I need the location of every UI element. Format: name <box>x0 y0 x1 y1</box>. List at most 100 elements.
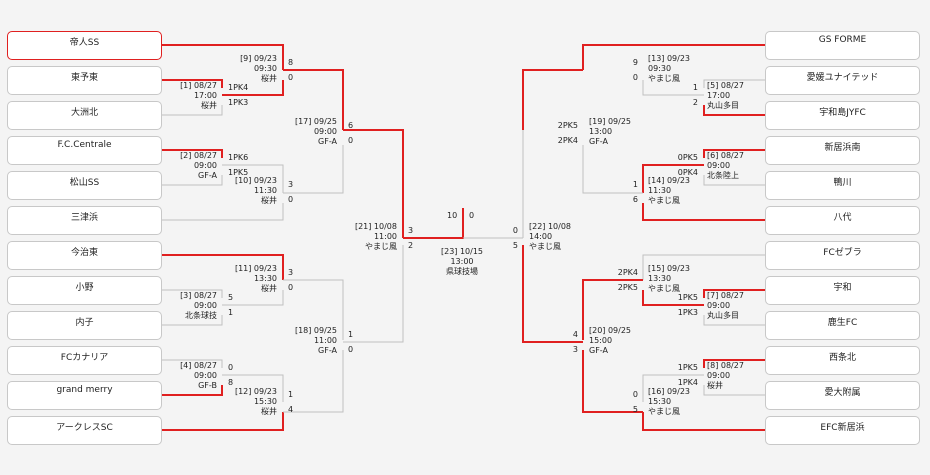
score: 4 <box>288 405 294 414</box>
team-left-8[interactable]: 小野 <box>7 276 162 305</box>
score: 1 <box>632 180 638 189</box>
team-right-7[interactable]: FCゼブラ <box>765 241 920 270</box>
line-r22 <box>522 245 583 343</box>
line-r6 <box>703 175 765 186</box>
line-r9 <box>522 69 583 130</box>
line-r8 <box>642 203 765 221</box>
score: 0 <box>348 136 354 145</box>
team-left-10[interactable]: FCカナリア <box>7 346 162 375</box>
score: 1 <box>348 330 354 339</box>
line-l20 <box>283 350 344 413</box>
team-right-11[interactable]: 愛大附属 <box>765 381 920 410</box>
team-right-12[interactable]: EFC新居浜 <box>765 416 920 445</box>
score: 3 <box>572 345 578 354</box>
score: 8 <box>228 378 234 387</box>
score: 1PK3 <box>677 308 698 317</box>
score: 5 <box>512 241 518 250</box>
team-right-10[interactable]: 西条北 <box>765 346 920 375</box>
score: 1PK5 <box>228 168 249 177</box>
team-left-1[interactable]: 帝人SS <box>7 31 162 60</box>
line-r4 <box>642 80 704 96</box>
team-right-6[interactable]: 八代 <box>765 206 920 235</box>
line-l6 <box>162 175 223 186</box>
score: 1 <box>692 83 698 92</box>
score: 0 <box>288 73 294 82</box>
score: 0PK4 <box>677 168 698 177</box>
team-right-1[interactable]: GS FORME <box>765 31 920 60</box>
line-r11 <box>642 254 765 280</box>
line-l8 <box>162 203 284 221</box>
score: 8 <box>288 58 294 67</box>
team-left-9[interactable]: 内子 <box>7 311 162 340</box>
score: 1PK4 <box>228 83 249 92</box>
team-right-9[interactable]: 鹿生FC <box>765 311 920 340</box>
score: 6 <box>632 195 638 204</box>
team-right-8[interactable]: 宇和 <box>765 276 920 305</box>
line-l5 <box>162 149 223 158</box>
score: 3 <box>288 268 294 277</box>
team-left-4[interactable]: F.C.Centrale <box>7 136 162 165</box>
line-l18 <box>162 412 284 431</box>
team-left-2[interactable]: 東予東 <box>7 66 162 95</box>
score: 0 <box>228 363 234 372</box>
line-r5 <box>703 149 765 158</box>
line-r19 <box>582 279 643 340</box>
line-l10 <box>283 145 344 194</box>
team-left-6[interactable]: 三津浜 <box>7 206 162 235</box>
team-right-2[interactable]: 愛媛ユナイテッド <box>765 66 920 95</box>
score: 0 <box>632 73 638 82</box>
line-l14 <box>222 290 284 306</box>
score: 6 <box>348 121 354 130</box>
score: 0 <box>632 390 638 399</box>
team-left-5[interactable]: 松山SS <box>7 171 162 200</box>
score: 1PK5 <box>677 363 698 372</box>
line-l11 <box>162 254 284 280</box>
team-right-3[interactable]: 宇和島JYFC <box>765 101 920 130</box>
score: 1 <box>228 308 234 317</box>
line-l13 <box>162 315 223 326</box>
score: 0 <box>469 211 475 220</box>
line-l3 <box>162 105 223 116</box>
line-l7 <box>222 164 284 193</box>
score: 2 <box>692 98 698 107</box>
team-left-12[interactable]: アークレスSC <box>7 416 162 445</box>
score: 5 <box>228 293 234 302</box>
line-r16 <box>703 385 765 396</box>
team-right-4[interactable]: 新居浜南 <box>765 136 920 165</box>
team-left-7[interactable]: 今治東 <box>7 241 162 270</box>
line-l19 <box>283 279 344 340</box>
score: 2PK5 <box>557 121 578 130</box>
line-r1 <box>582 44 765 70</box>
line-l2 <box>162 79 223 88</box>
line-r10 <box>582 145 643 194</box>
score: 0PK5 <box>677 153 698 162</box>
line-l15 <box>162 359 223 368</box>
score: 0 <box>348 345 354 354</box>
score: 10 <box>447 211 458 220</box>
line-r13 <box>703 315 765 326</box>
line-l4 <box>222 80 284 96</box>
team-right-5[interactable]: 鴨川 <box>765 171 920 200</box>
line-r2 <box>703 79 765 88</box>
line-r18 <box>642 412 765 431</box>
line-r15 <box>703 359 765 368</box>
score: 1PK6 <box>228 153 249 162</box>
team-left-3[interactable]: 大洲北 <box>7 101 162 130</box>
team-left-11[interactable]: grand merry <box>7 381 162 410</box>
